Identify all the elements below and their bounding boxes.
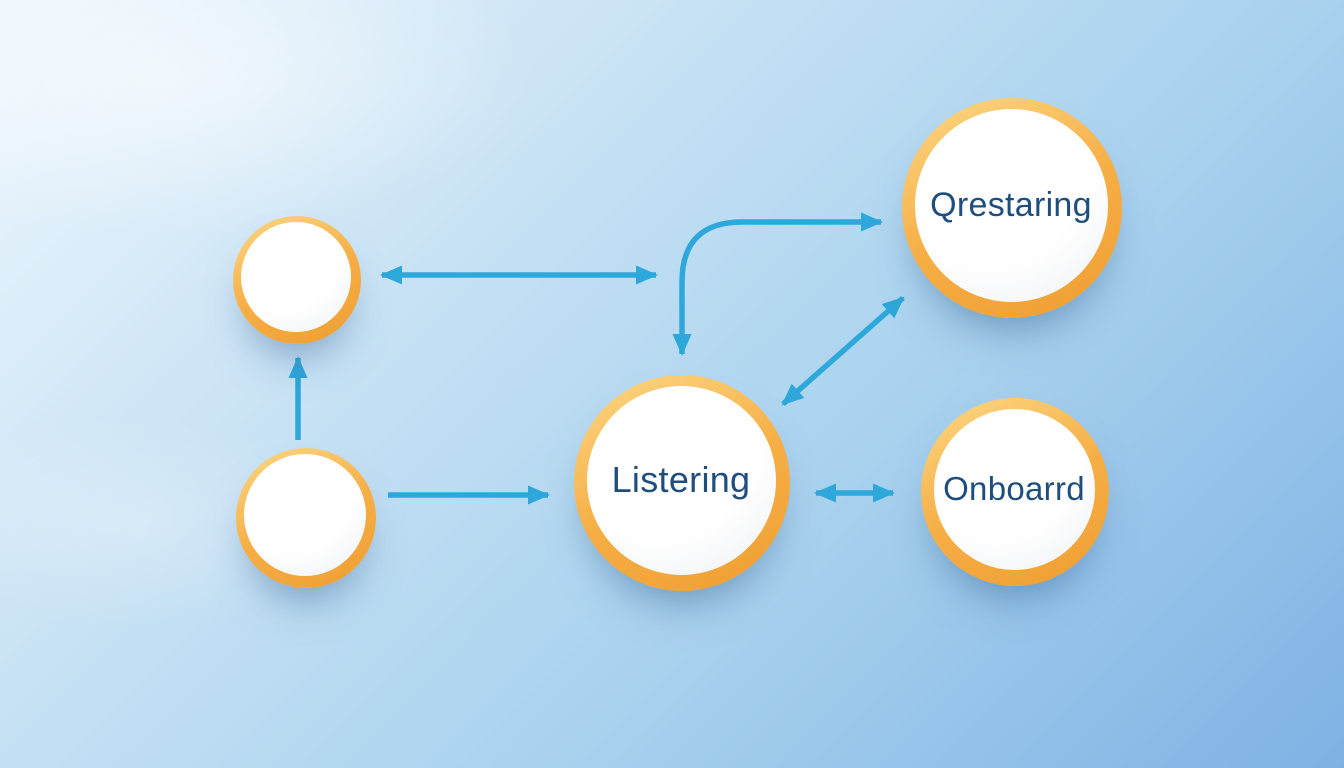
arrow-curve-listering-qrestaring: [672, 212, 883, 356]
node-label: Qrestaring: [930, 185, 1092, 224]
node-face: Qrestaring: [914, 108, 1108, 302]
node-qrestaring[interactable]: Qrestaring: [902, 98, 1122, 318]
node-onboarrd[interactable]: Onboarrd: [921, 398, 1109, 586]
node-face: Onboarrd: [933, 408, 1095, 570]
node-label: Listering: [611, 459, 751, 500]
node-face: [244, 454, 366, 576]
node-circle-bottom-left[interactable]: [236, 448, 376, 588]
arrow-diagonal-listering-qrestaring: [781, 295, 905, 407]
node-label: Onboarrd: [943, 470, 1085, 507]
node-listering[interactable]: Listering: [574, 375, 790, 591]
node-face: [241, 222, 351, 332]
node-circle-top-left[interactable]: [233, 216, 361, 344]
node-face: Listering: [586, 385, 776, 575]
